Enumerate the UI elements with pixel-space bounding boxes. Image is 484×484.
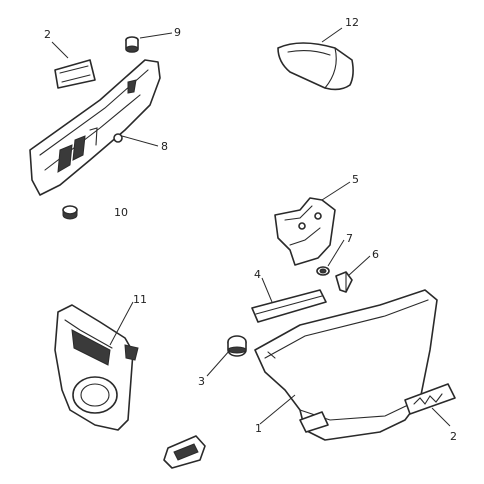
pad-12 <box>277 42 354 91</box>
callout-12: 12 <box>345 16 359 29</box>
side-cover-right <box>254 289 438 441</box>
callout-10: 10 <box>114 206 128 219</box>
damper-3 <box>227 335 247 357</box>
rubber-damper-10 <box>62 205 78 220</box>
grommet-9 <box>125 36 139 53</box>
callout-11: 11 <box>133 293 147 306</box>
callout-1: 1 <box>255 422 262 435</box>
frame-cover-11 <box>54 304 139 431</box>
screw-clip-6 <box>335 271 353 293</box>
grommet-7 <box>316 266 330 276</box>
callout-6: 6 <box>372 248 379 261</box>
strip-4 <box>251 289 327 323</box>
callout-8: 8 <box>161 140 168 153</box>
emblem-plate-lower <box>404 383 456 415</box>
emblem-plate-upper <box>54 59 96 89</box>
callout-2-upper: 2 <box>44 28 51 41</box>
callout-7: 7 <box>346 232 353 245</box>
callout-2-lower: 2 <box>450 430 457 443</box>
callout-5: 5 <box>352 173 359 186</box>
bracket-5 <box>274 197 336 266</box>
badge-small <box>163 435 206 469</box>
leader-lines <box>51 27 451 427</box>
callout-3: 3 <box>198 375 205 388</box>
callout-9: 9 <box>174 26 181 39</box>
side-cover-left <box>29 59 161 196</box>
callout-4: 4 <box>254 268 261 281</box>
